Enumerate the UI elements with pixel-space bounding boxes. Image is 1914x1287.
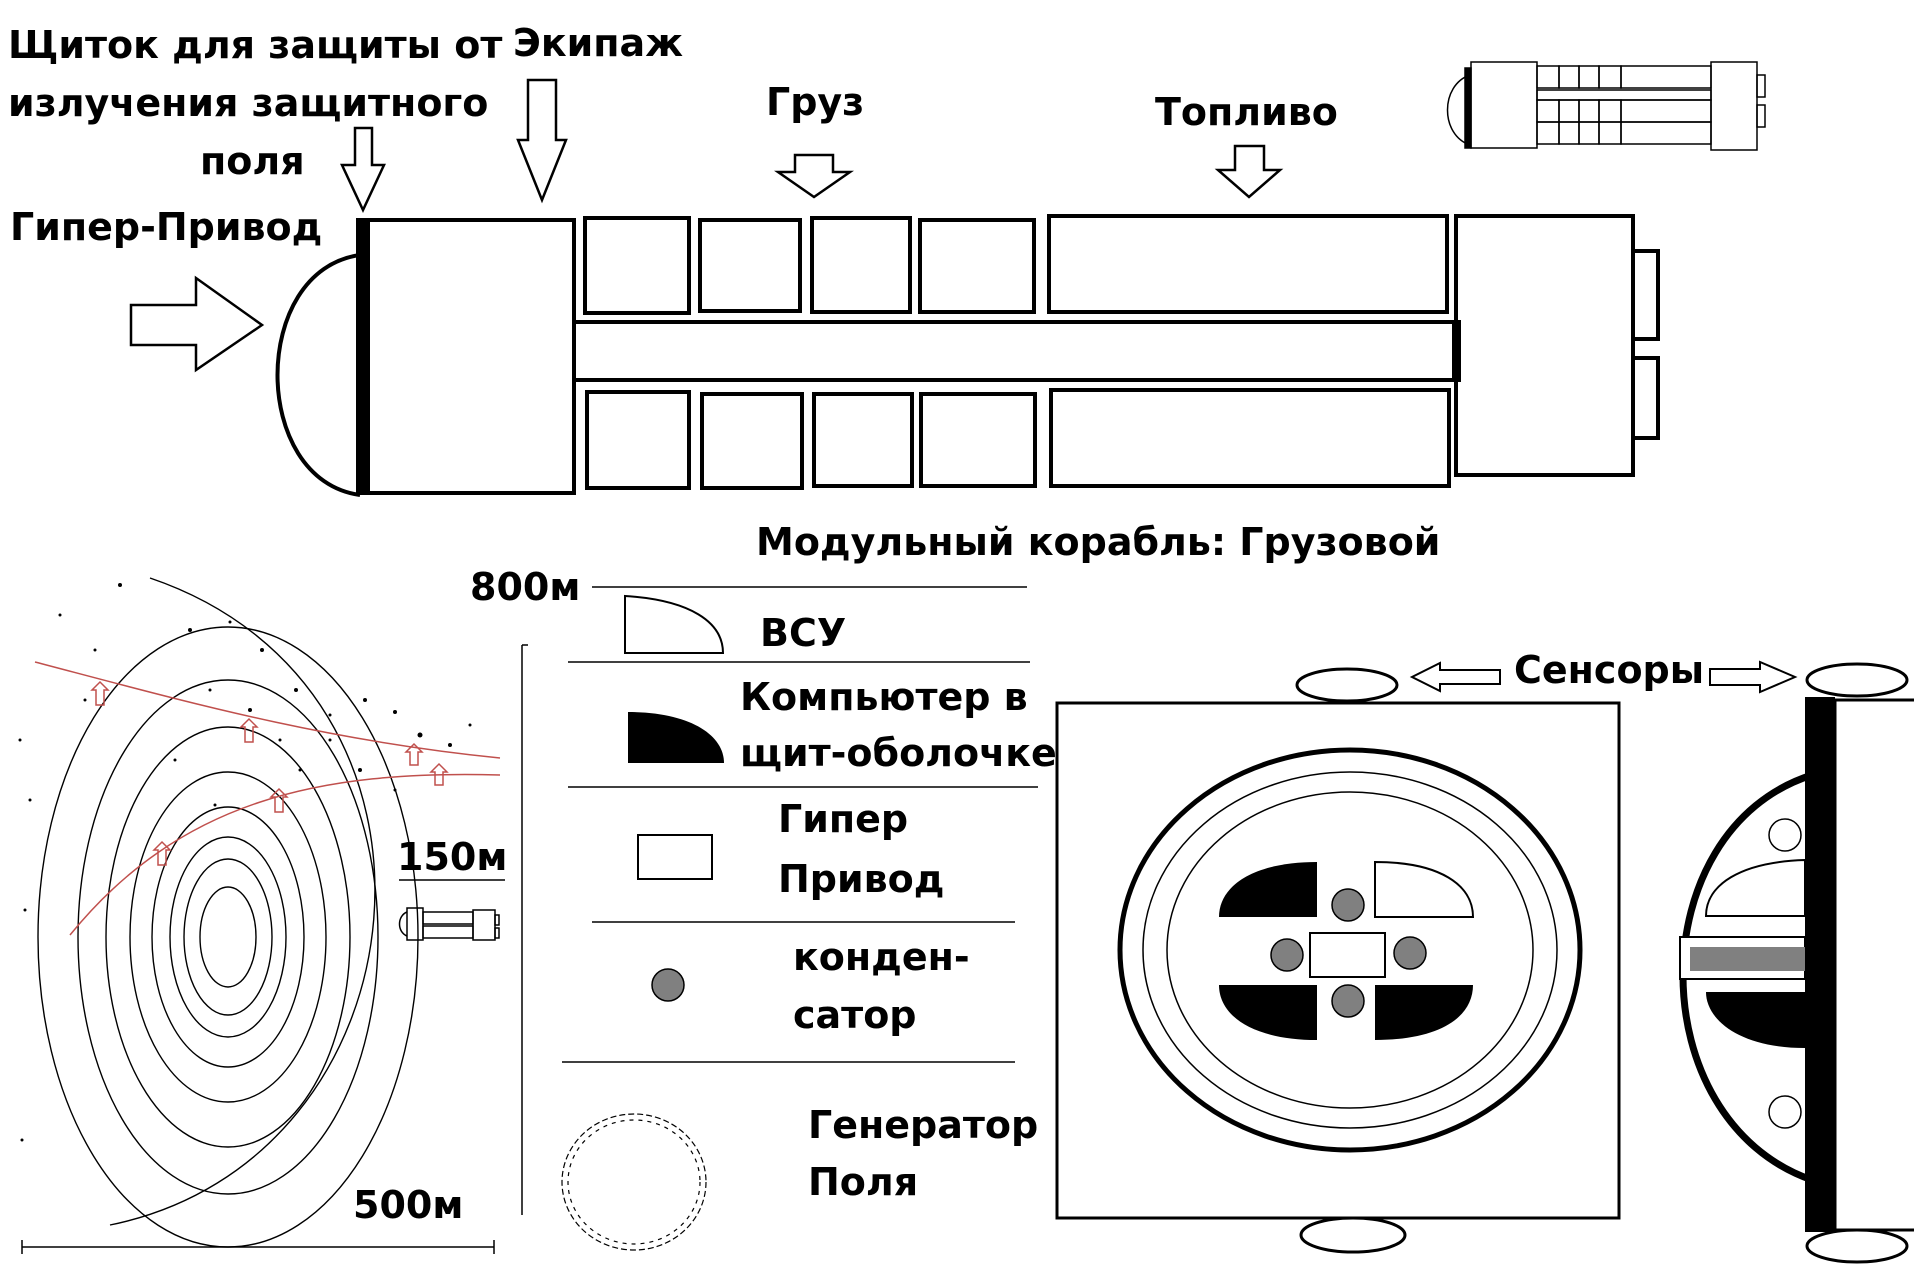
cargo-top-1	[583, 216, 691, 315]
legend-generator-label-2: Поля	[808, 1160, 918, 1204]
module-side-view	[1679, 662, 1914, 1264]
side-body	[1833, 698, 1914, 1232]
arrow-down-icon	[340, 126, 386, 213]
arrow-right-icon	[1709, 660, 1798, 694]
scale-label-500: 500м	[353, 1183, 463, 1227]
computer-shield-tl	[1219, 862, 1317, 917]
cargo-label: Груз	[766, 80, 864, 124]
capacitor-right	[1393, 936, 1427, 970]
capacitor-bottom	[1331, 984, 1365, 1018]
legend-hyperdrive-icon	[637, 834, 713, 880]
legend-computer-label-1: Компьютер в	[740, 675, 1028, 719]
legend-capacitor-icon	[651, 968, 685, 1002]
scale-label-800: 800м	[470, 565, 580, 609]
cargo-bottom-4	[919, 392, 1037, 488]
hyperdrive-dome	[275, 253, 361, 497]
field-trajectories	[34, 661, 501, 936]
legend-apu-label: ВСУ	[760, 611, 846, 655]
fuel-top	[1047, 214, 1449, 314]
ship-side-view	[275, 214, 1660, 497]
central-spine	[572, 320, 1461, 382]
shield-label-line2: излучения защитного	[8, 81, 488, 125]
hyperdrive-label: Гипер-Привод	[10, 205, 322, 249]
apu-tr	[1374, 860, 1475, 918]
arrow-down-icon	[1214, 144, 1284, 199]
legend-capacitor-label-1: конден-	[793, 935, 970, 979]
arrow-down-icon	[774, 153, 854, 199]
sensor-bottom-right	[1805, 1228, 1909, 1264]
field-ship-icon	[398, 907, 500, 941]
scale-label-150: 150м	[397, 835, 507, 879]
module-cross-section	[1055, 667, 1621, 1254]
legend-generator-icon	[561, 1113, 707, 1251]
hyperdrive-core	[1309, 932, 1386, 978]
thruster-bottom	[1631, 356, 1660, 440]
inner-ring	[1166, 791, 1534, 1109]
legend-hyper-label-2: Привод	[778, 857, 944, 901]
middle-ring	[1142, 771, 1558, 1129]
fuel-label: Топливо	[1155, 90, 1338, 134]
crew-label: Экипаж	[513, 21, 683, 65]
legend-apu-icon	[624, 594, 725, 654]
ship-thumbnail	[1446, 61, 1766, 151]
cargo-bottom-3	[812, 392, 914, 488]
cargo-top-4	[918, 218, 1036, 314]
shield-label-line3: поля	[200, 139, 305, 183]
arrow-right-icon	[129, 275, 265, 373]
legend-computer-icon	[628, 712, 724, 763]
legend-generator-label-1: Генератор	[808, 1103, 1038, 1147]
diagram-title: Модульный корабль: Грузовой	[756, 520, 1440, 564]
sensor-bottom-left	[1299, 1216, 1407, 1254]
arrow-down-icon	[516, 78, 568, 204]
capacitor-top	[1331, 888, 1365, 922]
cargo-top-3	[810, 216, 912, 314]
field-debris	[18, 583, 472, 1142]
shield-label-line1: Щиток для защиты от	[8, 23, 502, 67]
arrow-left-icon	[1409, 661, 1501, 693]
side-shield-plate	[1805, 697, 1835, 1232]
computer-shield-br	[1375, 985, 1473, 1040]
sensor-top-right	[1805, 662, 1909, 698]
engine-module	[1454, 214, 1635, 477]
legend-capacitor-label-2: сатор	[793, 993, 917, 1037]
thruster-top	[1631, 249, 1660, 341]
computer-shield-bl	[1219, 985, 1317, 1040]
crew-module	[366, 218, 576, 495]
sensors-label: Сенсоры	[1514, 648, 1704, 692]
legend-hyper-label-1: Гипер	[778, 797, 908, 841]
legend: ВСУ Компьютер в щит-оболочке Гипер Приво…	[561, 594, 1057, 1251]
fuel-bottom	[1049, 388, 1451, 488]
capacitor-left	[1270, 938, 1304, 972]
cargo-bottom-2	[700, 392, 804, 490]
cargo-top-2	[698, 218, 802, 313]
legend-computer-label-2: щит-оболочке	[740, 731, 1057, 775]
sensor-top-left	[1295, 667, 1399, 703]
outer-ring	[1117, 747, 1583, 1153]
cargo-bottom-1	[585, 390, 691, 490]
